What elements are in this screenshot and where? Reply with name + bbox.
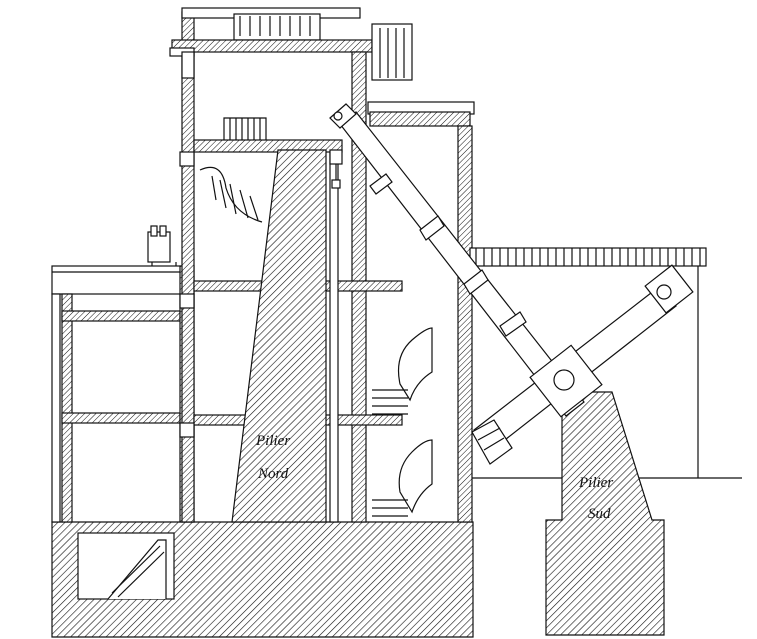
roof-lantern bbox=[233, 13, 321, 41]
tower-roof-slab bbox=[171, 39, 373, 53]
tower-floor-top bbox=[193, 139, 343, 153]
left-wing-roof bbox=[51, 265, 185, 295]
left-wing-floor-1 bbox=[61, 310, 181, 322]
eyepiece-crane bbox=[329, 149, 343, 189]
south-pier bbox=[545, 391, 665, 636]
tower-left-wall bbox=[181, 11, 195, 523]
upper-stair bbox=[199, 117, 267, 223]
lower-stair-2 bbox=[372, 439, 433, 517]
south-pier-label-line1: Pilier bbox=[578, 475, 613, 491]
telescope-mount-head bbox=[529, 344, 603, 418]
telescope-tube bbox=[329, 103, 585, 417]
inner-wall bbox=[329, 151, 339, 523]
south-pier-label-line2: Sud bbox=[588, 506, 611, 522]
north-pier bbox=[231, 149, 327, 523]
north-pier-label-line1: Pilier bbox=[255, 433, 290, 449]
north-pier-label-line2: Nord bbox=[257, 466, 289, 482]
annex-stair-top bbox=[371, 23, 413, 81]
chimney bbox=[147, 231, 171, 263]
left-wing-floor-2 bbox=[61, 412, 181, 424]
right-annex-wall bbox=[457, 125, 473, 523]
lower-stair-1 bbox=[372, 327, 433, 415]
left-wing-wall bbox=[61, 293, 73, 523]
